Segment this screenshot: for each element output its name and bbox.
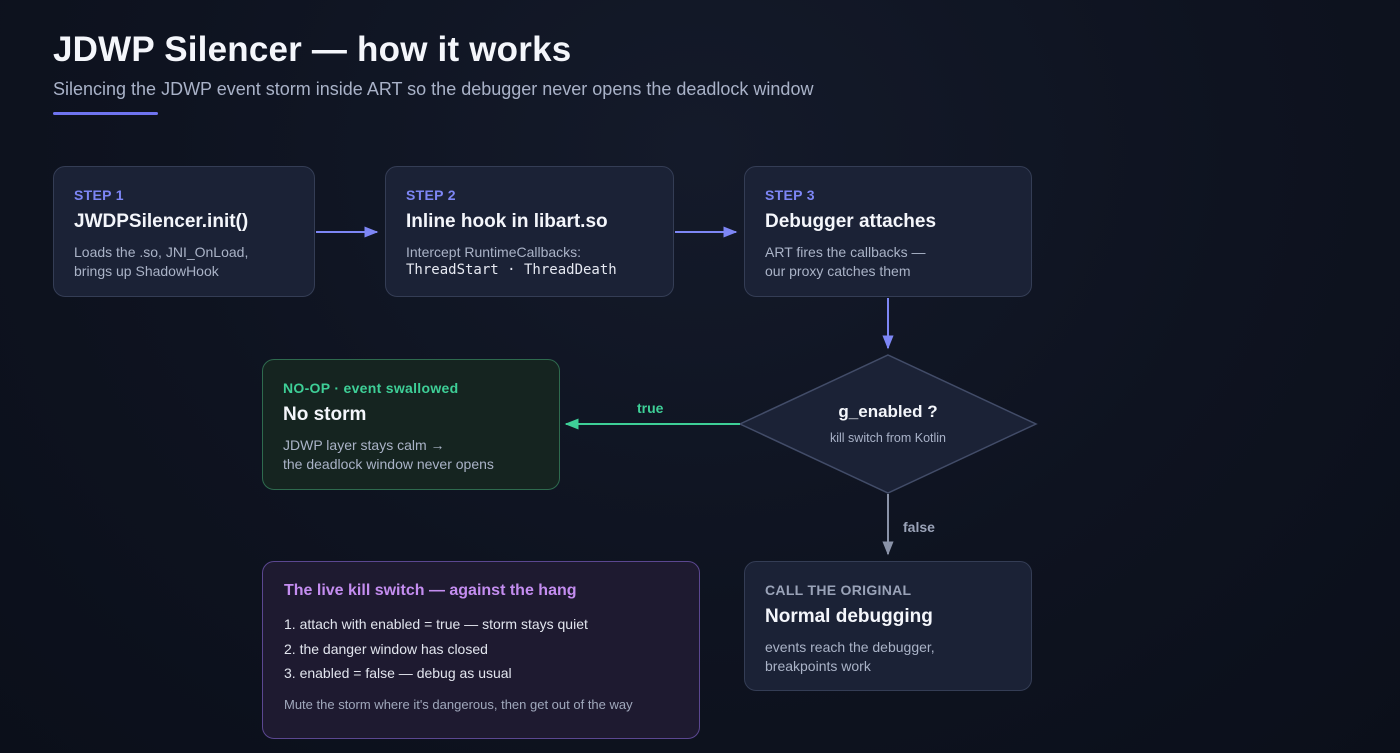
call-original-card: CALL THE ORIGINAL Normal debugging event… (744, 561, 1032, 691)
step-1-title: JWDPSilencer.init() (74, 211, 249, 232)
kill-switch-card: The live kill switch — against the hang … (262, 561, 700, 739)
step-1-desc-line1: Loads the .so, JNI_OnLoad, (74, 244, 249, 260)
step-1-label: STEP 1 (74, 187, 124, 203)
original-desc-line2: breakpoints work (765, 658, 871, 674)
original-title: Normal debugging (765, 606, 933, 627)
false-branch-label: false (903, 519, 935, 535)
step-3-desc-line1: ART fires the callbacks — (765, 244, 926, 260)
kill-switch-item-2: 2. the danger window has closed (284, 640, 488, 657)
step-1-desc-line2: brings up ShadowHook (74, 263, 219, 279)
kill-switch-item-3: 3. enabled = false — debug as usual (284, 665, 512, 681)
step-2-code: ThreadStart · ThreadDeath (406, 262, 617, 278)
noop-label: NO-OP · event swallowed (283, 380, 459, 396)
step-1-card: STEP 1 JWDPSilencer.init() Loads the .so… (53, 166, 315, 297)
noop-title: No storm (283, 404, 367, 425)
kill-switch-item-1: 1. attach with enabled = true — storm st… (284, 616, 588, 632)
noop-card: NO-OP · event swallowed No storm JDWP la… (262, 359, 560, 490)
page-title: JDWP Silencer — how it works (53, 30, 572, 69)
step-2-title: Inline hook in libart.so (406, 211, 608, 232)
step-3-card: STEP 3 Debugger attaches ART fires the c… (744, 166, 1032, 297)
true-branch-label: true (637, 400, 664, 416)
kill-switch-title: The live kill switch — against the hang (284, 582, 577, 599)
title-underline (53, 112, 158, 115)
step-3-desc-line2: our proxy catches them (765, 263, 911, 279)
decision-diamond (738, 354, 1038, 494)
page-subtitle: Silencing the JDWP event storm inside AR… (53, 79, 814, 99)
noop-desc-line2: the deadlock window never opens (283, 456, 494, 472)
decision-subtitle: kill switch from Kotlin (830, 431, 946, 445)
step-3-title: Debugger attaches (765, 211, 937, 232)
step-2-desc-line1: Intercept RuntimeCallbacks: (406, 244, 582, 260)
step-2-card: STEP 2 Inline hook in libart.so Intercep… (385, 166, 674, 297)
kill-switch-footer: Mute the storm where it's dangerous, the… (284, 697, 633, 712)
decision-text: g_enabled ? kill switch from Kotlin (788, 402, 988, 445)
original-desc-line1: events reach the debugger, (765, 639, 935, 655)
step-3-label: STEP 3 (765, 187, 815, 203)
decision-title: g_enabled ? (838, 402, 938, 421)
step-2-label: STEP 2 (406, 187, 456, 203)
noop-desc-line1: JDWP layer stays calm → (283, 437, 445, 453)
original-label: CALL THE ORIGINAL (765, 582, 912, 598)
